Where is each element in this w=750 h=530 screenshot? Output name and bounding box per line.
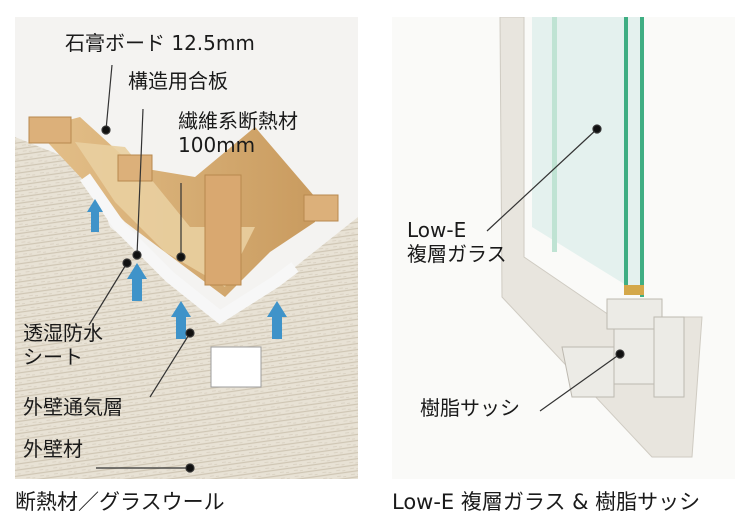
label-moisture-sheet-line1: 透湿防水 <box>23 321 103 345</box>
label-moisture-sheet-line2: シート <box>23 345 83 369</box>
glass-spacer <box>624 285 644 295</box>
glass-edge-1 <box>624 17 628 287</box>
label-gypsum-board: 石膏ボード 12.5mm <box>65 31 255 55</box>
glass-edge-3 <box>552 17 557 252</box>
window-sash-illustration <box>486 17 703 458</box>
label-insulation-line1: 繊維系断熱材 <box>178 109 298 133</box>
caption-window: Low-E 複層ガラス & 樹脂サッシ <box>392 490 701 514</box>
wall-section-illustration <box>15 64 358 479</box>
label-low-e-glass-line1: Low-E <box>407 218 467 242</box>
caption-insulation: 断熱材／グラスウール <box>15 490 225 514</box>
moisture-sheet <box>80 173 299 325</box>
sash-profile <box>561 298 685 398</box>
label-siding: 外壁材 <box>23 437 83 461</box>
stud-post <box>204 174 242 286</box>
label-moisture-sheet: 透湿防水 シート <box>23 321 103 369</box>
label-resin-sash: 樹脂サッシ <box>420 396 520 420</box>
label-low-e-glass: Low-E 複層ガラス <box>407 218 507 266</box>
wall-section-panel: 石膏ボード 12.5mm 構造用合板 繊維系断熱材 100mm 透湿防水 シート… <box>15 17 358 479</box>
glass-edge-2 <box>640 17 644 297</box>
label-air-layer: 外壁通気層 <box>23 395 123 419</box>
stud-2 <box>117 154 153 182</box>
leader-lines <box>88 64 195 473</box>
label-insulation: 繊維系断熱材 100mm <box>178 109 298 157</box>
siding-left <box>15 137 225 479</box>
airflow-arrows <box>87 199 287 339</box>
glass-pane <box>532 17 642 295</box>
stud-4 <box>303 194 339 222</box>
leader-lines-right <box>486 124 625 412</box>
stud-1 <box>28 116 72 144</box>
label-insulation-line2: 100mm <box>178 133 256 157</box>
siding-right <box>225 217 358 479</box>
label-structural-plywood: 構造用合板 <box>128 69 228 93</box>
air-layer-base <box>210 346 262 388</box>
label-low-e-glass-line2: 複層ガラス <box>407 242 507 266</box>
window-sash-panel: Low-E 複層ガラス 樹脂サッシ <box>392 17 735 479</box>
